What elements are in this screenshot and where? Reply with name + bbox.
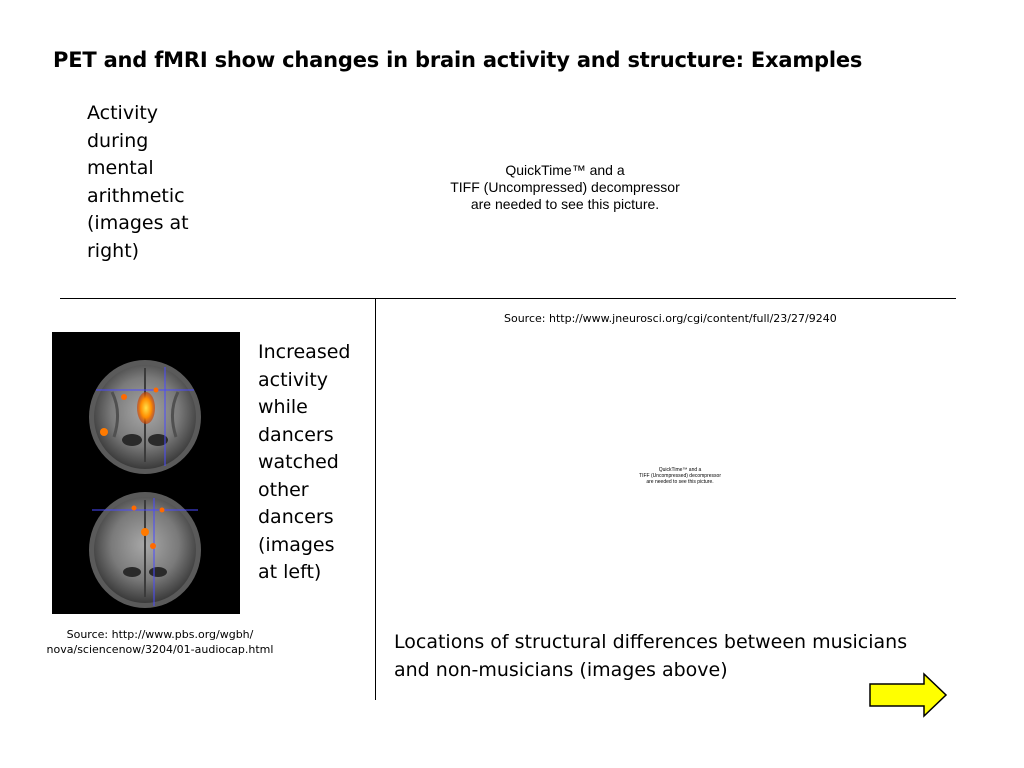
- quicktime-line: QuickTime™ and a: [658, 467, 702, 473]
- brain-scan-svg: [89, 360, 201, 608]
- caption-line: while: [258, 396, 308, 418]
- caption-line: Activity: [87, 102, 159, 124]
- caption-line: right): [87, 239, 140, 262]
- caption-line: at left): [258, 561, 322, 583]
- caption-line: activity: [258, 368, 329, 391]
- brain-slice-upper: [89, 360, 201, 474]
- quicktime-line: TIFF (Uncompressed) decompressor: [450, 179, 680, 195]
- quicktime-line: are needed to see this picture.: [646, 479, 714, 485]
- arithmetic-caption: Activity during mental arithmetic (image…: [87, 100, 189, 265]
- slide-title: PET and fMRI show changes in brain activ…: [53, 48, 863, 72]
- source-jneurosci: Source: http://www.jneurosci.org/cgi/con…: [504, 312, 837, 325]
- caption-line: (images at: [87, 212, 189, 234]
- musicians-caption: Locations of structural differences betw…: [394, 628, 907, 684]
- quicktime-line: QuickTime™ and a: [505, 162, 625, 178]
- caption-line: (images: [258, 533, 335, 556]
- brain-scan-image: [52, 332, 240, 614]
- caption-line: watched: [258, 451, 339, 473]
- source-line: nova/sciencenow/3204/01-audiocap.html: [46, 643, 274, 656]
- source-pbs: Source: http://www.pbs.org/wgbh/ nova/sc…: [30, 627, 290, 657]
- caption-line: dancers: [258, 423, 334, 446]
- horizontal-divider: [60, 298, 956, 299]
- brain-slice-lower: [89, 492, 201, 608]
- quicktime-placeholder-top: QuickTime™ and a TIFF (Uncompressed) dec…: [420, 162, 710, 213]
- caption-line: during: [87, 129, 149, 152]
- quicktime-line: are needed to see this picture.: [470, 196, 660, 212]
- caption-line: Locations of structural differences betw…: [394, 631, 908, 653]
- caption-line: and non-musicians (images above): [394, 659, 728, 681]
- caption-line: mental: [87, 157, 154, 179]
- caption-line: arithmetic: [87, 184, 185, 207]
- next-arrow-button[interactable]: [868, 672, 950, 718]
- vertical-divider: [375, 298, 376, 700]
- next-arrow-icon: [869, 672, 948, 718]
- caption-line: other: [258, 478, 309, 501]
- source-line: Source: http://www.pbs.org/wgbh/: [66, 628, 254, 641]
- dancers-caption: Increased activity while dancers watched…: [258, 339, 350, 587]
- quicktime-line: TIFF (Uncompressed) decompressor: [639, 473, 721, 479]
- quicktime-placeholder-bottom: QuickTime™ and a TIFF (Uncompressed) dec…: [620, 467, 740, 485]
- caption-line: Increased: [258, 341, 351, 363]
- caption-line: dancers: [258, 506, 334, 528]
